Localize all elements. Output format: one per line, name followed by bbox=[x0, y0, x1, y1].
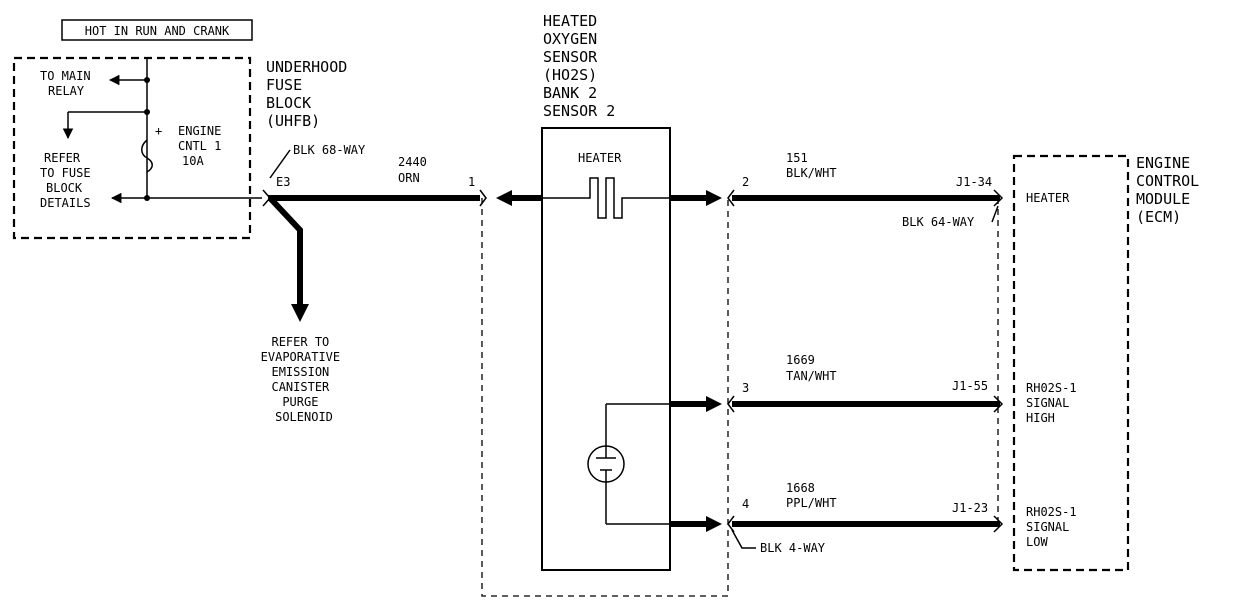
wire-4-circuit: 1668 bbox=[786, 481, 815, 495]
wire-1-pin: 1 bbox=[468, 175, 475, 189]
wire-3-ecm-pin: J1-55 bbox=[952, 379, 988, 393]
sensor-connector-outline bbox=[481, 198, 729, 597]
wire-3-circuit: 1669 bbox=[786, 353, 815, 367]
wire-2-circuit: 151 bbox=[786, 151, 808, 165]
fuse-block-box bbox=[12, 56, 252, 240]
ecm-title: ENGINE CONTROL MODULE (ECM) bbox=[1136, 154, 1208, 226]
evap-refer: REFER TO EVAPORATIVE EMISSION CANISTER P… bbox=[261, 335, 348, 424]
power-label: HOT IN RUN AND CRANK bbox=[61, 19, 253, 41]
wire-3-color: TAN/WHT bbox=[786, 369, 837, 383]
refer-fuse-block: REFER TO FUSE BLOCK DETAILS bbox=[40, 151, 98, 210]
fuse-block-title: UNDERHOOD FUSE BLOCK (UHFB) bbox=[266, 58, 356, 130]
fuse-plus: + bbox=[155, 124, 162, 138]
connector-leader bbox=[269, 149, 291, 179]
wire-4-color: PPL/WHT bbox=[786, 496, 837, 510]
fuse-terminal-label: E3 bbox=[276, 175, 290, 189]
wire-4-pin: 4 bbox=[742, 497, 749, 511]
wire-evap-branch bbox=[267, 195, 303, 310]
fuse-name: ENGINE CNTL 1 10A bbox=[178, 124, 229, 168]
fuse-block-internals: + bbox=[62, 58, 262, 204]
fuse-connector-label: BLK 68-WAY bbox=[293, 143, 366, 157]
fuse-icon bbox=[141, 139, 153, 173]
ecm-signal-high: RH02S-1 SIGNAL HIGH bbox=[1026, 381, 1084, 425]
sensor-title: HEATED OXYGEN SENSOR (HO2S) BANK 2 SENSO… bbox=[543, 12, 615, 120]
wire-2-ecm-pin: J1-34 bbox=[956, 175, 992, 189]
wire-2-pin: 2 bbox=[742, 175, 749, 189]
heater-element-icon bbox=[542, 177, 670, 219]
wire-1-color: ORN bbox=[398, 171, 420, 185]
sensor-heater-label: HEATER bbox=[578, 151, 622, 165]
oxygen-element-icon bbox=[587, 403, 670, 525]
ecm-heater-label: HEATER bbox=[1026, 191, 1070, 205]
wire-3-pin: 3 bbox=[742, 381, 749, 395]
ecm-signal-low: RH02S-1 SIGNAL LOW bbox=[1026, 505, 1084, 549]
sensor-connector-label: BLK 4-WAY bbox=[760, 541, 826, 555]
wire-1-circuit: 2440 bbox=[398, 155, 427, 169]
ecm-connector-label: BLK 64-WAY bbox=[902, 215, 975, 229]
to-main-relay: TO MAIN RELAY bbox=[40, 69, 98, 98]
ecm-box bbox=[1012, 154, 1130, 572]
wire-4-ecm-pin: J1-23 bbox=[952, 501, 988, 515]
wire-2-color: BLK/WHT bbox=[786, 166, 837, 180]
power-label-text: HOT IN RUN AND CRANK bbox=[85, 24, 230, 38]
